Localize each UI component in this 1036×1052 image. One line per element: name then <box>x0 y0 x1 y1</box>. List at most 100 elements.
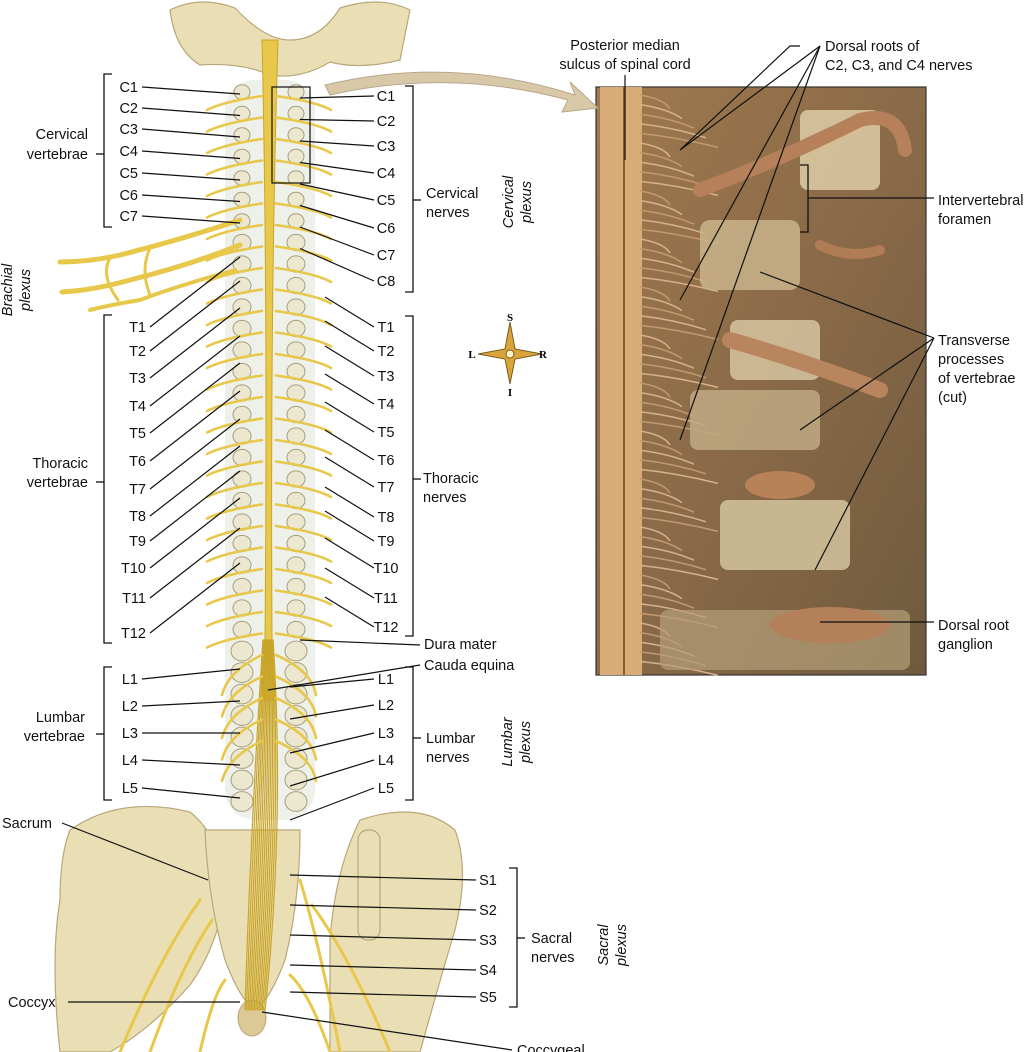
root-filament <box>639 103 683 120</box>
spinal-nerve-branches <box>118 94 392 1052</box>
vertebral-body-left <box>230 662 254 683</box>
lumbar-plexus-label-2: plexus <box>518 721 534 764</box>
thoracic-nerve-label: T1 <box>378 320 395 336</box>
root-filament <box>639 468 719 485</box>
cervical-nerves-label-2: nerves <box>426 205 470 221</box>
thoracic-vertebra-label: T4 <box>129 399 146 415</box>
brachial-plexus-nerves <box>57 217 243 312</box>
spinal-nerve-left <box>205 589 264 606</box>
spinal-nerve-right <box>274 266 333 284</box>
sacral-nerve-leader <box>289 991 477 998</box>
root-filament <box>639 343 683 360</box>
thoracic-nerve-label: T12 <box>374 620 399 636</box>
cervical-vertebra-label: C7 <box>119 209 138 225</box>
root-filament <box>639 535 683 552</box>
spinal-nerve-left <box>205 288 264 305</box>
spinal-nerve-right <box>274 739 318 783</box>
lumbar-vertebrae-label-2: vertebrae <box>24 729 85 745</box>
cervical-vertebra-label: C1 <box>119 80 138 96</box>
root-filament <box>639 353 695 369</box>
sacral-nerve-leader <box>289 904 477 911</box>
thoracic-nerve-leader <box>324 456 375 488</box>
root-filament <box>639 113 695 129</box>
orientation-compass: S I L R <box>468 312 548 399</box>
transverse-processes-label-3: of vertebrae <box>938 371 1015 387</box>
spinal-nerve-left <box>205 417 264 434</box>
ganglion-shapes <box>693 111 912 643</box>
root-filament <box>639 439 683 456</box>
transverse-processes-label-2: processes <box>938 352 1004 368</box>
spinal-nerve-left <box>205 503 264 520</box>
transverse-processes-label-4: (cut) <box>938 390 967 406</box>
transverse-processes-label-1: Transverse <box>938 333 1010 349</box>
lumbar-vertebra-leader <box>141 668 241 680</box>
spinal-nerve-right <box>274 718 318 761</box>
spinal-nerve-left <box>205 374 264 391</box>
spinal-nerve-left <box>205 567 264 585</box>
thoracic-nerve-leader <box>324 401 375 433</box>
spinal-nerve-right <box>274 546 333 563</box>
spinal-nerve-left <box>220 696 264 740</box>
lumbar-vertebra-leader <box>141 700 241 707</box>
cervical-nerve-leader <box>299 161 375 174</box>
spinal-nerve-right <box>274 675 318 718</box>
spinal-nerve-right <box>274 481 333 499</box>
root-filament <box>639 382 671 398</box>
level-labels: C1C2C3C4C5C6C7C1C2C3C4C5C6C7C8T1T2T3T4T5… <box>119 80 496 1006</box>
intervertebral-foramen-label-1: Intervertebral <box>938 193 1023 209</box>
cervical-nerve-leader <box>299 247 375 282</box>
sacral-nerve-trunk <box>118 898 202 1052</box>
root-filament <box>639 564 719 581</box>
root-filament <box>639 151 683 168</box>
cervical-plexus-label-1: Cervical <box>501 175 517 228</box>
lumbar-nerve-leader <box>289 759 375 787</box>
spinal-nerve-left <box>205 116 264 133</box>
cauda-equina-leader <box>267 664 421 691</box>
cervical-nerves-label-1: Cervical <box>426 186 478 202</box>
lumbar-vertebra-label: L4 <box>122 753 138 769</box>
root-filament <box>639 430 671 446</box>
spinal-nerve-left <box>205 610 264 628</box>
cervical-nerve-label: C8 <box>377 274 396 290</box>
root-filament <box>639 324 719 341</box>
cervical-nerve-label: C4 <box>377 166 396 182</box>
lumbar-nerve-label: L1 <box>378 672 394 688</box>
lumbar-nerves-label-1: Lumbar <box>426 731 475 747</box>
sacral-nerves-label-1: Sacral <box>531 931 572 947</box>
sacral-nerve-label: S1 <box>479 873 497 889</box>
spinal-nerve-right <box>274 610 333 628</box>
lumbar-nerve-label: L3 <box>378 726 394 742</box>
cervical-nerve-label: C7 <box>377 248 396 264</box>
coccyx-bone <box>237 999 267 1037</box>
spinal-nerve-left <box>205 546 264 563</box>
root-filament <box>639 334 671 350</box>
sacrum-leader <box>61 822 209 881</box>
brackets <box>96 73 809 1008</box>
cervical-vertebra-leader <box>141 172 241 181</box>
thoracic-nerve-label: T5 <box>378 425 395 441</box>
root-filament <box>639 180 719 197</box>
spinal-nerve-left <box>205 202 264 219</box>
sacral-plexus-label-1: Sacral <box>596 924 612 966</box>
dorsal-roots-label-1: Dorsal roots of <box>825 39 920 55</box>
root-filament <box>639 391 683 408</box>
thoracic-vertebrae-label-1: Thoracic <box>32 456 88 472</box>
spinal-nerve-left <box>205 94 264 112</box>
root-filament <box>639 209 695 225</box>
spinal-nerve-right <box>274 352 333 370</box>
cervical-nerve-label: C1 <box>377 89 396 105</box>
cervical-nerve-leader <box>299 118 375 122</box>
thoracic-vertebra-label: T8 <box>129 509 146 525</box>
cervical-nerve-leader <box>299 226 375 256</box>
root-filament <box>639 238 671 254</box>
cervical-vertebra-label: C3 <box>119 122 138 138</box>
root-filament <box>639 593 695 609</box>
thoracic-vertebra-label: T11 <box>122 591 146 607</box>
cauda-strand <box>258 639 272 1011</box>
thoracic-nerves-label-2: nerves <box>423 490 467 506</box>
sacral-nerve-leader <box>289 964 477 971</box>
thoracic-nerve-leader <box>324 320 375 352</box>
lumbar-vertebra-label: L2 <box>122 699 138 715</box>
compass-l: L <box>468 349 475 361</box>
